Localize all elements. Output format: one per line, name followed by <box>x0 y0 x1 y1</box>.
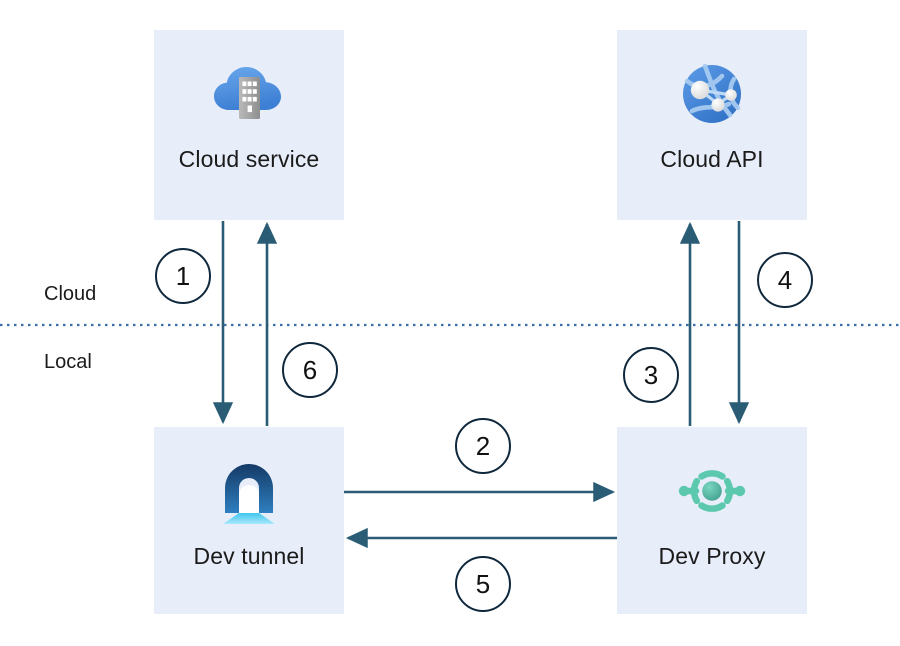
node-cloud-api[interactable]: Cloud API <box>617 30 807 220</box>
cloud-building-icon <box>214 67 281 119</box>
node-dev-proxy[interactable]: Dev Proxy <box>617 427 807 614</box>
zone-label-local: Local <box>44 351 92 373</box>
node-dev-proxy-label: Dev Proxy <box>658 543 766 569</box>
zone-label-cloud: Cloud <box>44 283 97 305</box>
step-badge-6[interactable]: 6 <box>282 342 338 398</box>
globe-network-icon <box>683 63 741 123</box>
step-badge-2[interactable]: 2 <box>455 418 511 474</box>
node-dev-tunnel-label: Dev tunnel <box>193 543 305 569</box>
proxy-target-icon <box>678 470 746 512</box>
node-cloud-service-label: Cloud service <box>178 146 320 172</box>
step-badge-4[interactable]: 4 <box>757 252 813 308</box>
node-cloud-service[interactable]: Cloud service <box>154 30 344 220</box>
step-badge-3[interactable]: 3 <box>623 347 679 403</box>
tunnel-icon <box>223 464 275 524</box>
node-dev-tunnel[interactable]: Dev tunnel <box>154 427 344 614</box>
node-cloud-api-label: Cloud API <box>660 146 764 172</box>
step-badge-1[interactable]: 1 <box>155 248 211 304</box>
step-badge-5[interactable]: 5 <box>455 556 511 612</box>
